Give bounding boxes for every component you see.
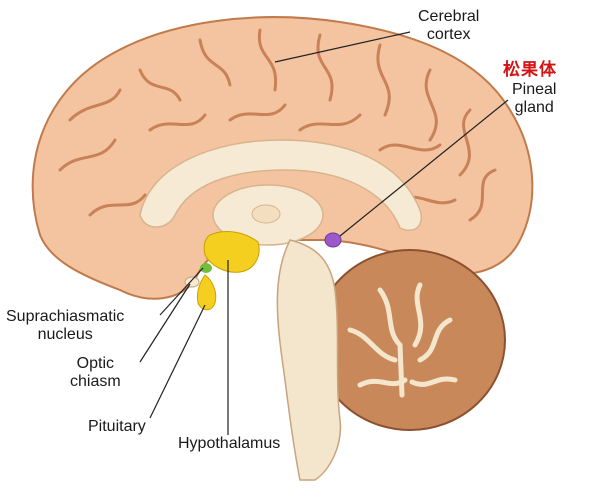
pineal-gland [324,232,342,248]
hypothalamus [203,231,260,273]
gyri [58,28,497,222]
label-pineal-chinese: 松果体 [503,60,557,80]
label-optic-chiasm: Optic chiasm [70,355,121,390]
cerebellum [314,249,506,431]
brainstem [276,239,342,481]
label-hypothalamus: Hypothalamus [178,435,281,452]
label-pituitary: Pituitary [88,418,146,435]
pituitary [197,274,217,311]
label-cerebral-cortex: Cerebral cortex [418,8,480,43]
corpus-callosum [139,139,422,231]
suprachiasmatic-nucleus [200,263,212,273]
label-suprachiasmatic-nucleus: Suprachiasmatic nucleus [6,308,125,343]
label-pineal-gland: Pineal gland [512,81,557,116]
leader-lines [139,31,509,435]
